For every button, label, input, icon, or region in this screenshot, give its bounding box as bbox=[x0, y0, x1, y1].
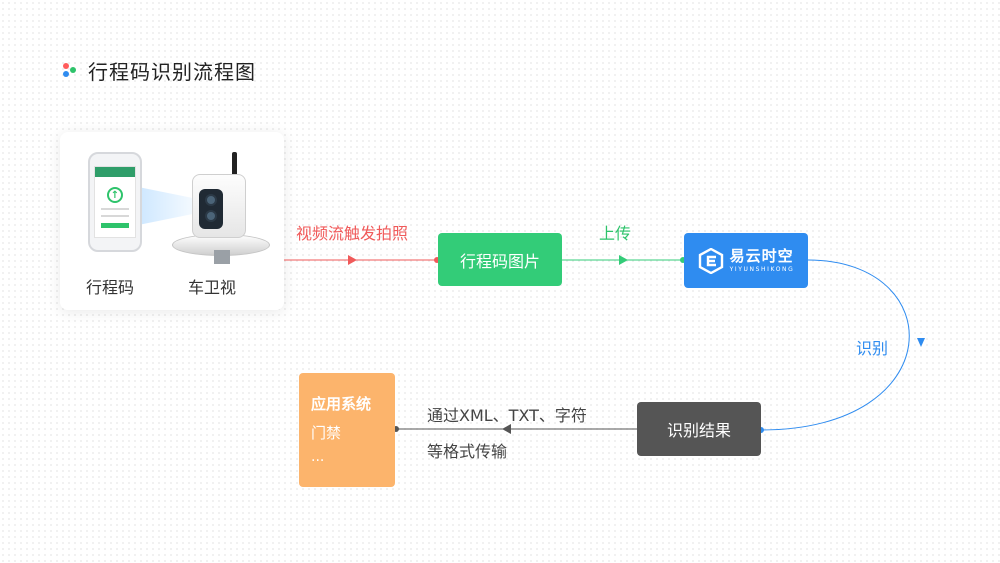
platform-name-en: YIYUNSHIKONG bbox=[730, 267, 795, 273]
result-label: 识别结果 bbox=[667, 417, 731, 441]
transfer-label-line2: 等格式传输 bbox=[427, 438, 507, 462]
transfer-label-line1: 通过XML、TXT、字符 bbox=[427, 402, 587, 426]
application-system-box: 应用系统 门禁 ... bbox=[299, 373, 395, 487]
upload-arrow-icon bbox=[619, 255, 628, 265]
app-title: 应用系统 bbox=[311, 393, 383, 414]
app-more: ... bbox=[311, 449, 383, 465]
platform-node: 易云时空 YIYUNSHIKONG bbox=[684, 233, 808, 288]
recognize-arrow-icon bbox=[917, 338, 925, 347]
platform-name: 易云时空 bbox=[730, 249, 795, 264]
code-image-label: 行程码图片 bbox=[460, 248, 540, 272]
capture-label: 视频流触发拍照 bbox=[296, 220, 408, 244]
platform-logo-icon bbox=[698, 248, 724, 274]
app-item-access-control: 门禁 bbox=[311, 422, 383, 443]
capture-arrow-icon bbox=[348, 255, 357, 265]
code-image-node: 行程码图片 bbox=[438, 233, 562, 286]
recognize-label: 识别 bbox=[856, 335, 888, 359]
result-node: 识别结果 bbox=[637, 402, 761, 456]
upload-label: 上传 bbox=[599, 220, 631, 244]
